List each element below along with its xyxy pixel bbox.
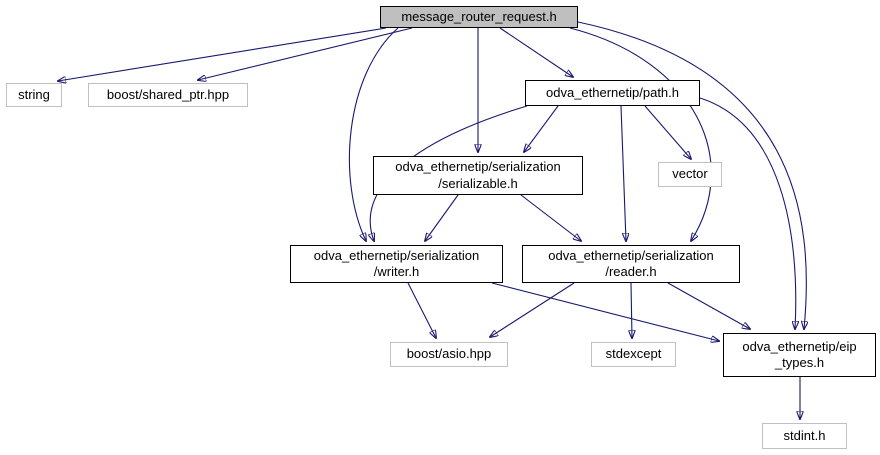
edge-message-router-request-to-path xyxy=(499,27,573,77)
node-odva-ethernetip-serialization-reader-h[interactable]: odva_ethernetip/serialization /reader.h xyxy=(522,245,740,283)
node-string: string xyxy=(6,83,62,107)
edge-message-router-request-to-reader xyxy=(569,27,712,241)
node-odva-ethernetip-serialization-writer-h[interactable]: odva_ethernetip/serialization /writer.h xyxy=(290,245,503,283)
node-stdexcept: stdexcept xyxy=(591,342,676,367)
edge-path-to-serializable xyxy=(524,105,559,152)
edge-reader-to-stdexcept xyxy=(631,282,632,338)
node-boost-shared-ptr-hpp: boost/shared_ptr.hpp xyxy=(88,83,248,107)
node-message-router-request-h: message_router_request.h xyxy=(380,6,578,28)
edge-message-router-request-to-writer xyxy=(348,27,399,241)
node-vector: vector xyxy=(658,162,722,187)
edge-path-to-vector xyxy=(644,105,691,159)
edge-path-to-eip-types xyxy=(699,97,796,329)
edge-writer-to-boost-asio xyxy=(407,282,436,338)
node-odva-ethernetip-path-h[interactable]: odva_ethernetip/path.h xyxy=(525,80,700,106)
edge-message-router-request-to-boost-shared-ptr xyxy=(198,27,413,80)
edge-message-router-request-to-eip-types xyxy=(577,21,806,329)
node-boost-asio-hpp: boost/asio.hpp xyxy=(390,342,508,367)
edge-path-to-reader xyxy=(620,105,626,241)
node-stdint-h: stdint.h xyxy=(762,423,847,449)
edge-reader-to-eip-types xyxy=(667,282,750,329)
node-odva-ethernetip-serialization-serializable-h[interactable]: odva_ethernetip/serialization /serializa… xyxy=(373,156,583,195)
node-odva-ethernetip-eip-types-h[interactable]: odva_ethernetip/eip _types.h xyxy=(723,333,876,377)
edge-serializable-to-writer xyxy=(425,194,459,241)
edge-reader-to-boost-asio xyxy=(490,282,575,337)
edge-writer-to-eip-types xyxy=(491,282,719,341)
edge-serializable-to-reader xyxy=(520,194,581,241)
edge-message-router-request-to-string xyxy=(58,27,387,81)
